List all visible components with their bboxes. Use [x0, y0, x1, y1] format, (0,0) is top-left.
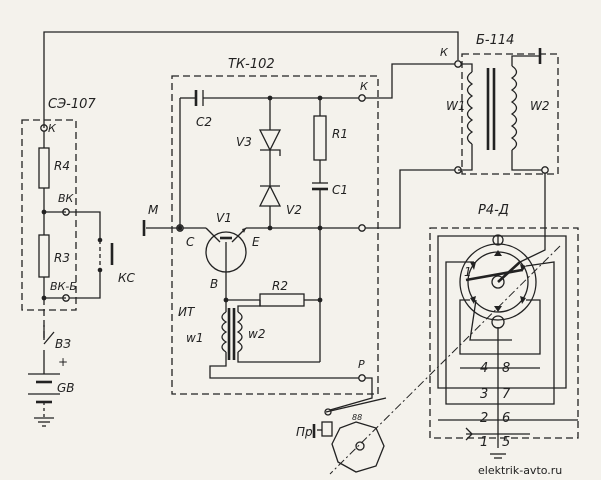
terminal-hv [541, 166, 549, 174]
label-plus: + [58, 355, 68, 369]
breaker-cam [331, 421, 385, 473]
label-vz: ВЗ [55, 337, 71, 351]
diode-v2 [258, 184, 282, 207]
label-k-b: К [440, 46, 449, 59]
label-k-se: К [48, 122, 57, 135]
se107-title: СЭ-107 [48, 97, 96, 112]
spark-4: 4 [480, 361, 488, 376]
label-w1-coil: W1 [446, 99, 466, 113]
r4d-title: Р4-Д [478, 203, 509, 218]
label-v3: V3 [236, 135, 252, 149]
label-e: E [252, 235, 260, 249]
resistor-r2 [259, 293, 305, 307]
label-cap-1: 1 [464, 265, 472, 279]
label-vk: ВК [58, 192, 75, 205]
terminal-e-tk [358, 224, 366, 232]
spark-6: 6 [502, 411, 510, 426]
tk102-block: ТК-102 К C2 V3 V2 R1 C1 [142, 57, 379, 395]
terminal-p [358, 374, 366, 382]
label-r1: R1 [332, 127, 348, 141]
b114-title: Б-114 [476, 33, 514, 48]
spark-8: 8 [502, 361, 510, 376]
label-w2-it: w2 [248, 327, 265, 341]
site-watermark: elektrik-avto.ru [478, 464, 562, 477]
label-v2: V2 [286, 203, 302, 217]
label-it: ИТ [178, 305, 196, 319]
label-p: Р [358, 358, 365, 371]
svg-text:88: 88 [352, 413, 362, 422]
label-ks: КС [118, 271, 136, 285]
coil-w2-it [236, 311, 243, 353]
terminal-k-tk [358, 94, 366, 102]
se107-block: СЭ-107 К R4 ВК R3 ВК-Б [21, 31, 459, 340]
rotor-arm [465, 268, 523, 282]
spark-3: 3 [480, 387, 488, 402]
label-r3: R3 [54, 251, 70, 265]
label-r4: R4 [54, 159, 70, 173]
terminal-k-b [454, 60, 462, 68]
label-gv: GВ [57, 381, 75, 395]
label-r2: R2 [272, 279, 288, 293]
spark-5: 5 [502, 435, 510, 450]
diode-v3 [258, 129, 282, 152]
tk102-title: ТК-102 [228, 57, 275, 72]
label-c1: C1 [332, 183, 348, 197]
label-pr: Пр [296, 425, 313, 439]
spark-1: 1 [480, 435, 488, 450]
label-w1-it: w1 [186, 331, 203, 345]
label-m: М [148, 203, 159, 217]
resistor-r1 [313, 115, 327, 161]
b114-coil: Б-114 К W1 W2 [365, 33, 559, 229]
coil-w1 [466, 71, 474, 145]
spark-7: 7 [502, 387, 511, 402]
resistor-r3 [38, 234, 50, 278]
label-k-tk: К [360, 80, 369, 93]
label-vk-b: ВК-Б [50, 280, 77, 293]
breaker-pr: Пр 88 [296, 245, 561, 475]
label-c: C [186, 235, 195, 249]
label-v1: V1 [216, 211, 232, 225]
label-w2-coil: W2 [530, 99, 550, 113]
coil-w1-it [221, 311, 228, 353]
battery-circuit: ВЗ + GВ [28, 325, 75, 427]
resistor-r4 [38, 147, 50, 189]
coil-w2 [510, 65, 518, 151]
spark-2: 2 [480, 411, 488, 426]
r4d-distributor: Р4-Д 1 4 8 3 7 2 6 1 5 [429, 173, 579, 459]
label-c2: C2 [196, 115, 212, 129]
ks-switch: КС [69, 211, 136, 299]
label-b: В [210, 277, 218, 291]
